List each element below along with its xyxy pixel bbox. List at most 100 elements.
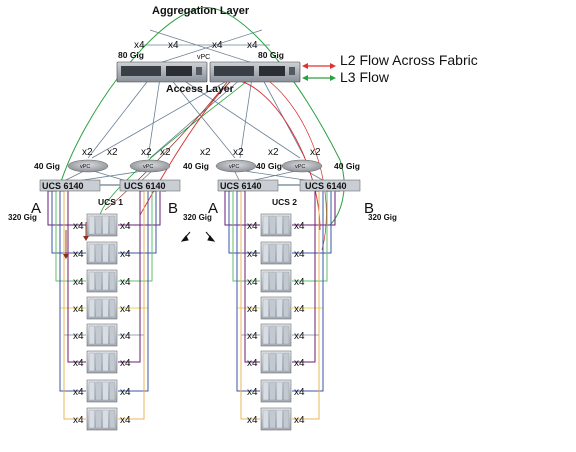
link-speed: 40 Gig xyxy=(183,161,209,171)
chassis-link-count: x4 xyxy=(247,277,258,288)
vpc-oval xyxy=(281,159,323,173)
chassis-link-count: x4 xyxy=(294,358,305,369)
link-speed: 320 Gig xyxy=(368,213,397,222)
chassis-link-count: x4 xyxy=(120,415,131,426)
link-speed: 40 Gig xyxy=(334,161,360,171)
labels: Aggregation Layer x4 x4 x4 x4 80 Gig vPC… xyxy=(8,5,478,222)
vpc-oval xyxy=(129,159,171,173)
aggregation-title: Aggregation Layer xyxy=(152,5,250,17)
chassis-link-count: x4 xyxy=(73,249,84,260)
chassis-link-count: x4 xyxy=(73,387,84,398)
fabric-side-a: A xyxy=(31,200,41,217)
chassis-link-count: x4 xyxy=(247,249,258,260)
fabric-side-a: A xyxy=(208,200,218,217)
blade-chassis xyxy=(86,241,118,265)
link-speed: 40 Gig xyxy=(256,161,282,171)
uplink-count: x2 xyxy=(82,147,93,158)
chassis-link-count: x4 xyxy=(247,358,258,369)
chassis-link-count: x4 xyxy=(73,304,84,315)
aggregation-switch-right xyxy=(209,61,301,83)
vpc-label: vPC xyxy=(229,164,239,170)
blade-chassis xyxy=(86,350,118,374)
l3-legend-arrow xyxy=(302,75,336,81)
legend-l2-text: L2 Flow Across Fabric xyxy=(340,52,478,68)
blade-chassis xyxy=(86,269,118,293)
chassis-link-count: x4 xyxy=(247,415,258,426)
uplink-count: x4 xyxy=(247,40,258,51)
fi-label: UCS 6140 xyxy=(42,181,84,191)
fi-label: UCS 6140 xyxy=(124,181,166,191)
uplink-speed: 80 Gig xyxy=(258,50,284,60)
blade-chassis xyxy=(260,269,292,293)
uplink-count: x2 xyxy=(268,147,279,158)
chassis-link-count: x4 xyxy=(294,249,305,260)
chassis-link-count: x4 xyxy=(73,277,84,288)
blade-chassis xyxy=(260,379,292,403)
between-pod-arrows xyxy=(180,231,216,242)
blade-chassis xyxy=(86,213,118,237)
chassis-link-count: x4 xyxy=(294,277,305,288)
legend xyxy=(302,63,336,81)
chassis-link-count: x4 xyxy=(73,331,84,342)
fi-label: UCS 6140 xyxy=(220,181,262,191)
blade-chassis xyxy=(260,241,292,265)
blade-chassis xyxy=(86,323,118,347)
uplink-count: x2 xyxy=(200,147,211,158)
blade-chassis xyxy=(260,407,292,431)
vpc-label: vPC xyxy=(80,164,90,170)
chassis-link-count: x4 xyxy=(294,304,305,315)
link-speed: 40 Gig xyxy=(34,161,60,171)
blade-chassis xyxy=(260,213,292,237)
chassis-link-count: x4 xyxy=(247,221,258,232)
chassis-link-count: x4 xyxy=(120,249,131,260)
chassis-link-count: x4 xyxy=(73,221,84,232)
blade-chassis xyxy=(86,296,118,320)
chassis-link-count: x4 xyxy=(294,387,305,398)
uplink-count: x2 xyxy=(107,147,118,158)
l2-legend-arrow xyxy=(302,63,336,69)
vpc-label: vPC xyxy=(143,164,153,170)
l2-flow-path-2 xyxy=(104,69,237,211)
uplink-count: x2 xyxy=(141,147,152,158)
vpc-label: vPC xyxy=(295,164,305,170)
uplink-count: x2 xyxy=(233,147,244,158)
blade-chassis xyxy=(260,350,292,374)
chassis-link-count: x4 xyxy=(247,331,258,342)
chassis-link-count: x4 xyxy=(120,221,131,232)
chassis-link-count: x4 xyxy=(294,331,305,342)
vpc-domains xyxy=(67,159,323,173)
link-speed: 320 Gig xyxy=(183,213,212,222)
chassis-link-count: x4 xyxy=(120,387,131,398)
pod-label: UCS 2 xyxy=(272,197,297,207)
vpc-label: vPC xyxy=(197,54,210,61)
chassis-link-count: x4 xyxy=(120,277,131,288)
uplink-count: x2 xyxy=(310,147,321,158)
fabric-interconnects xyxy=(39,179,361,192)
fabric-side-b: B xyxy=(168,200,178,217)
fabric-side-b: B xyxy=(364,200,374,217)
chassis-link-count: x4 xyxy=(294,415,305,426)
chassis-link-count: x4 xyxy=(120,304,131,315)
link-speed: 320 Gig xyxy=(8,213,37,222)
uplink-count: x4 xyxy=(134,40,145,51)
chassis-link-count: x4 xyxy=(247,387,258,398)
flow-arrow-head xyxy=(63,254,69,259)
vpc-oval xyxy=(67,159,109,173)
fi-label: UCS 6140 xyxy=(305,181,347,191)
vpc-oval xyxy=(215,159,257,173)
aggregation-switch-left xyxy=(116,61,208,83)
pod-label: UCS 1 xyxy=(98,197,123,207)
uplink-count: x2 xyxy=(160,147,171,158)
uplink-mesh xyxy=(61,29,327,183)
chassis-link-count: x4 xyxy=(294,221,305,232)
chassis-link-count: x4 xyxy=(120,358,131,369)
uplink-speed: 80 Gig xyxy=(118,50,144,60)
blade-chassis xyxy=(260,296,292,320)
blade-chassis xyxy=(86,407,118,431)
uplink-count: x4 xyxy=(212,40,223,51)
uplink-count: x4 xyxy=(168,40,179,51)
chassis-link-count: x4 xyxy=(120,331,131,342)
legend-l3-text: L3 Flow xyxy=(340,69,390,85)
chassis-stacks: x4 x4 x4 x4 x4 x4 x4 x4 x4 x4 x4 x4 x4 x4 x4 x4 x4 x4 x4 x4… xyxy=(63,213,305,431)
